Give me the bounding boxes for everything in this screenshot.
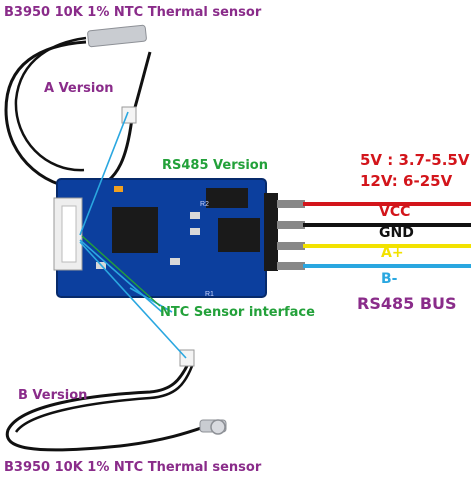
wire-label-vcc: VCC [379,204,411,220]
wire-label-a-plus: A+ [381,245,404,261]
b-version-label: B Version [18,388,88,403]
bus-wire-2 [303,244,471,248]
bus-wire-1 [303,223,471,227]
wire-pins [277,200,305,270]
bottom-sensor-label: B3950 10K 1% NTC Thermal sensor [4,460,262,475]
svg-text:R2: R2 [200,201,209,208]
rs485-bus-label: RS485 BUS [357,294,457,313]
wire-label-gnd: GND [379,225,414,241]
bus-wire-3 [303,264,471,268]
b-connector [179,349,195,367]
a-probe-tip [87,24,147,48]
rs485-board: R1 R2 [53,178,278,298]
svg-text:R1: R1 [205,291,214,298]
bus-wire-0 [303,202,471,206]
regulator [206,188,248,208]
top-sensor-label: B3950 10K 1% NTC Thermal sensor [4,5,262,20]
power-12v-label: 12V: 6-25V [360,172,453,190]
pin-header [264,193,278,271]
b-version-sensor [5,349,227,452]
pointer-lines [79,111,187,359]
rs485-version-label: RS485 Version [162,158,268,173]
mcu-chip [112,207,158,253]
bus-wires [303,202,471,268]
power-5v-label: 5V : 3.7-5.5V [360,151,470,169]
pointer-lines-green [81,235,161,307]
b-ring-lug [210,419,226,435]
wire-label-b-minus: B- [381,271,398,287]
a-version-sensor [4,24,152,190]
ntc-interface-label: NTC Sensor interface [160,305,315,320]
a-version-label: A Version [44,81,114,96]
rs485-chip [218,218,260,252]
